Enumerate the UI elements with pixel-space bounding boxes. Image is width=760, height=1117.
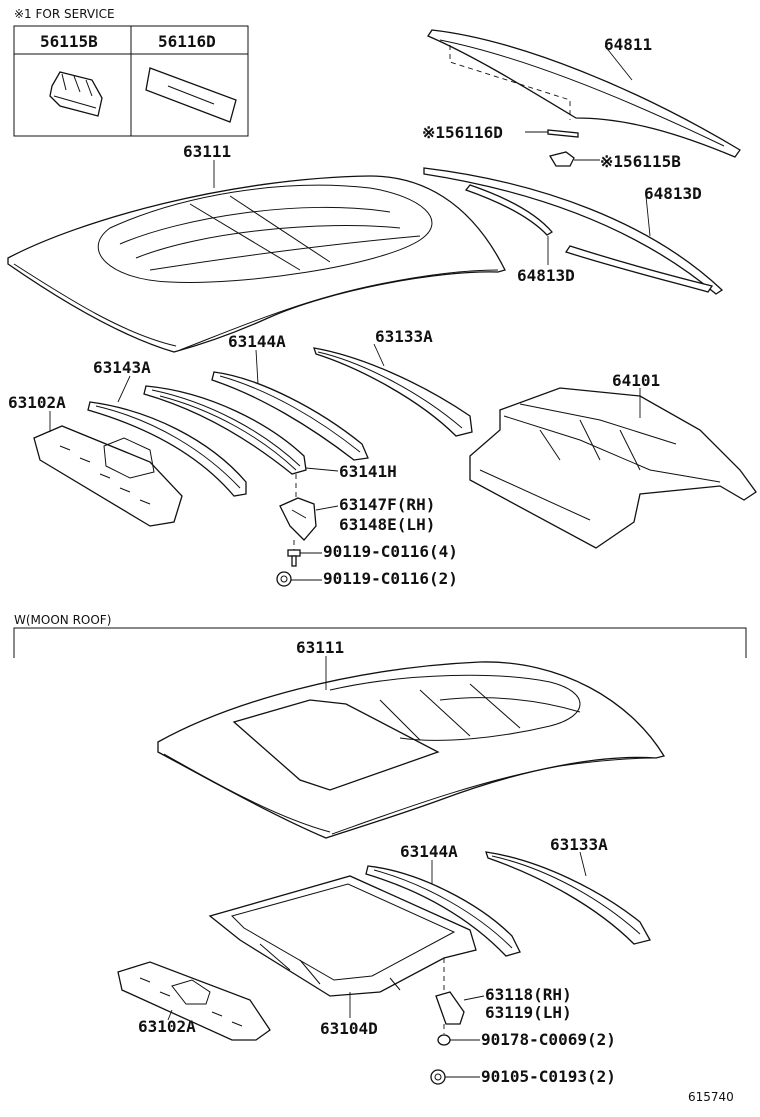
strip-56116d-small[interactable] <box>547 129 579 138</box>
part-label-63104d[interactable]: 63104D <box>320 1019 378 1038</box>
part-label-90119-c0116-2[interactable]: 90119-C0116(2) <box>323 569 458 588</box>
part-label-63141h[interactable]: 63141H <box>339 462 397 481</box>
part-label-63119[interactable]: 63119(LH) <box>485 1003 572 1022</box>
part-label-63118[interactable]: 63118(RH) <box>485 985 572 1004</box>
rail-63133a-top[interactable] <box>313 347 473 437</box>
bolt-90119-c0116-4[interactable] <box>287 549 301 567</box>
part-label-64811[interactable]: 64811 <box>604 35 652 54</box>
molding-64813d-right[interactable] <box>423 167 724 295</box>
part-label-63111-moon[interactable]: 63111 <box>296 638 344 657</box>
nut-90105-c0193[interactable] <box>430 1069 446 1085</box>
header-panel-63102a-top[interactable] <box>33 425 183 527</box>
part-label-63148e[interactable]: 63148E(LH) <box>339 515 435 534</box>
part-label-56115b[interactable]: ※156115B <box>600 152 681 171</box>
part-label-63144a-top[interactable]: 63144A <box>228 332 286 351</box>
part-label-64813d-right[interactable]: 64813D <box>644 184 702 203</box>
roof-panel-63111-moon[interactable] <box>157 661 666 839</box>
strip-56116d-drawing[interactable] <box>145 67 237 123</box>
moon-roof-bracket <box>13 627 747 658</box>
bow-63143a[interactable] <box>87 401 247 497</box>
part-label-63133a-moon[interactable]: 63133A <box>550 835 608 854</box>
part-label-63102a-moon[interactable]: 63102A <box>138 1017 196 1036</box>
part-label-64101[interactable]: 64101 <box>612 371 660 390</box>
part-label-90119-c0116-4[interactable]: 90119-C0116(4) <box>323 542 458 561</box>
back-window-64811[interactable] <box>427 29 741 158</box>
moon-roof-label: W(MOON ROOF) <box>14 613 111 627</box>
clip-90178-c0069[interactable] <box>437 1034 451 1046</box>
header-panel-63102a-moon[interactable] <box>117 961 271 1041</box>
clip-56115b-drawing[interactable] <box>49 71 103 117</box>
part-label-56116d-box[interactable]: 56116D <box>158 32 216 51</box>
package-tray-64101[interactable] <box>469 387 757 549</box>
part-label-63147f[interactable]: 63147F(RH) <box>339 495 435 514</box>
bow-63144a-moon[interactable] <box>365 865 521 957</box>
roof-panel-63111[interactable] <box>7 175 506 353</box>
bow-63144a-top[interactable] <box>211 371 369 461</box>
molding-64813d-lower[interactable] <box>564 245 714 293</box>
diagram-id: 615740 <box>688 1090 734 1104</box>
part-label-90105-c0193[interactable]: 90105-C0193(2) <box>481 1067 616 1086</box>
part-label-63111-top[interactable]: 63111 <box>183 142 231 161</box>
service-note: ※1 FOR SERVICE <box>14 7 115 21</box>
service-box <box>13 25 249 137</box>
nut-90119-c0116-2[interactable] <box>276 571 292 587</box>
bracket-63147f-63148e[interactable] <box>279 497 317 541</box>
clip-56115b-small[interactable] <box>548 151 575 167</box>
part-label-90178-c0069[interactable]: 90178-C0069(2) <box>481 1030 616 1049</box>
part-label-64813d-bottom[interactable]: 64813D <box>517 266 575 285</box>
part-label-63133a-top[interactable]: 63133A <box>375 327 433 346</box>
part-label-63102a-top[interactable]: 63102A <box>8 393 66 412</box>
part-label-56115b-box[interactable]: 56115B <box>40 32 98 51</box>
molding-64813d-center[interactable] <box>464 184 553 236</box>
part-label-63143a[interactable]: 63143A <box>93 358 151 377</box>
part-label-63144a-moon[interactable]: 63144A <box>400 842 458 861</box>
bracket-63118-63119[interactable] <box>435 991 465 1025</box>
bow-63141h[interactable] <box>143 385 307 475</box>
part-label-56116d[interactable]: ※156116D <box>422 123 503 142</box>
rail-63133a-moon[interactable] <box>485 851 651 945</box>
